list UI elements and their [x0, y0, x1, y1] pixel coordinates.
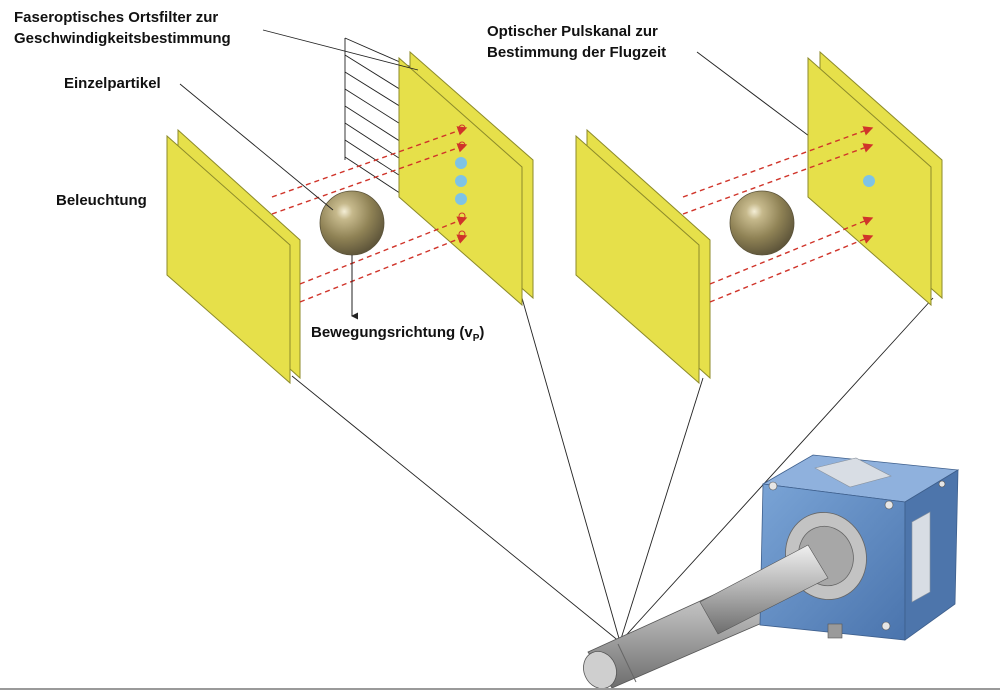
label-pulse-channel-line2: Bestimmung der Flugzeit	[487, 44, 667, 61]
label-movement-direction: Bewegungsrichtung (vP)	[311, 323, 484, 349]
label-single-particle: Einzelpartikel	[64, 75, 161, 92]
detector-panel-right	[807, 50, 943, 307]
light-beams-right	[682, 126, 874, 303]
illumination-panel-left	[166, 128, 301, 385]
label-fiber-optic-filter-line1: Faseroptisches Ortsfilter zur	[14, 9, 219, 26]
movement-label-close: )	[479, 324, 485, 341]
label-illumination: Beleuchtung	[56, 192, 147, 209]
detector-point-right	[863, 175, 875, 187]
particle-sphere-right	[729, 190, 795, 256]
illumination-panel-right	[575, 128, 711, 385]
label-pulse-channel-line1: Optischer Pulskanal zur	[487, 23, 658, 40]
movement-label-text: Bewegungsrichtung (v	[311, 324, 473, 341]
movement-label-subscript: P	[472, 333, 480, 344]
light-beams-left	[271, 126, 468, 303]
detector-points-left	[455, 124, 467, 238]
measurement-device-icon	[583, 454, 960, 689]
label-fiber-optic-filter-line2: Geschwindigkeitsbestimmung	[14, 30, 231, 47]
particle-sphere-left	[319, 190, 385, 256]
bottom-divider	[0, 688, 1000, 690]
projection-lines	[291, 297, 934, 643]
